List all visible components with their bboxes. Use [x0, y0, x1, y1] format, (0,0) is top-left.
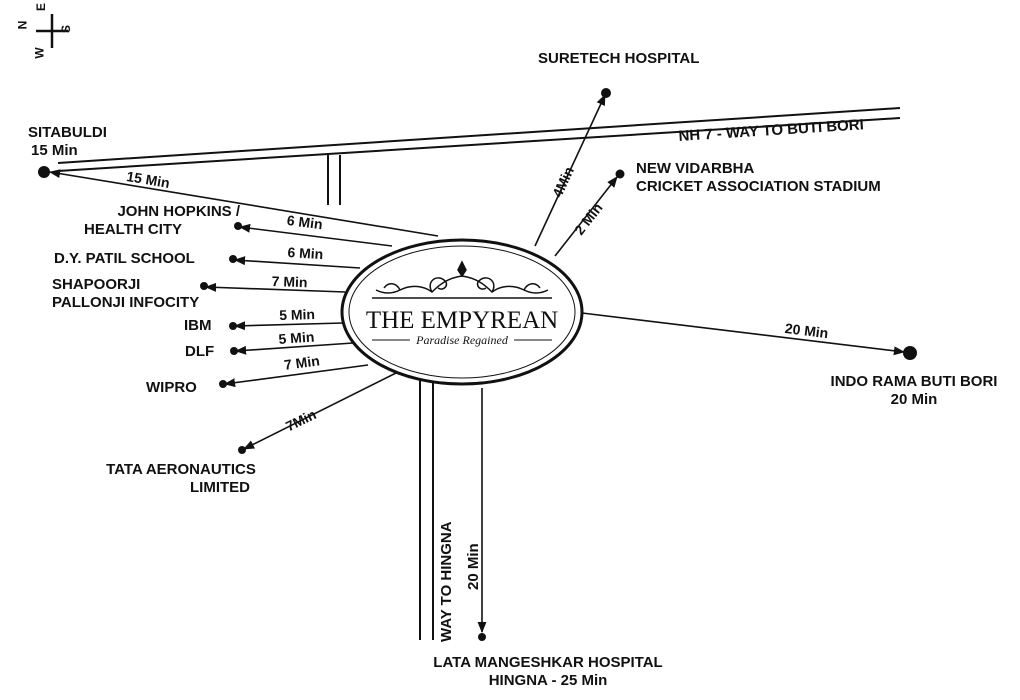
- shapoorji-label: SHAPOORJI PALLONJI INFOCITY: [52, 276, 199, 312]
- route-arrows: [48, 93, 906, 634]
- indorama-label: INDO RAMA BUTI BORI 20 Min: [808, 373, 1020, 409]
- empyrean-badge: THE EMPYREAN Paradise Regained: [340, 238, 584, 386]
- dypatil-label: D.Y. PATIL SCHOOL: [54, 250, 195, 267]
- suretech-label: SURETECH HOSPITAL: [538, 50, 700, 67]
- indorama-name: INDO RAMA BUTI BORI: [830, 373, 998, 390]
- indorama-sub: 20 Min: [890, 391, 938, 408]
- arrow-tata: [242, 371, 399, 450]
- arrow-suretech: [534, 93, 606, 247]
- destination-dots: [38, 88, 917, 641]
- dot-shapoorji: [200, 282, 208, 290]
- vidarbha-line2: CRICKET ASSOCIATION STADIUM: [636, 178, 881, 195]
- dot-dlf: [230, 347, 238, 355]
- arrow-dlf: [234, 342, 354, 355]
- compass-e: E: [34, 2, 49, 12]
- tata-line1: TATA AERONAUTICS: [106, 461, 256, 478]
- time-dlf: 5 Min: [278, 328, 315, 347]
- arrow-sitabuldi: [48, 169, 439, 237]
- tata-label: TATA AERONAUTICS LIMITED: [86, 461, 276, 497]
- badge-tagline: Paradise Regained: [415, 333, 509, 347]
- ibm-label: IBM: [184, 317, 212, 334]
- dot-suretech: [601, 88, 611, 98]
- time-lata: 20 Min: [465, 543, 482, 590]
- nh7-road: [57, 107, 901, 172]
- dot-wipro: [219, 380, 227, 388]
- shapoorji-line2: PALLONJI INFOCITY: [52, 294, 200, 311]
- dot-lata: [478, 633, 486, 641]
- time-shapoorji: 7 Min: [271, 273, 308, 291]
- johnhopkins-line1: JOHN HOPKINS /: [117, 203, 240, 220]
- dot-tata: [238, 446, 246, 454]
- minor-road: [327, 155, 341, 205]
- sitabuldi-name: SITABULDI: [28, 124, 107, 141]
- vidarbha-line1: NEW VIDARBHA: [636, 160, 755, 177]
- arrow-indorama: [581, 312, 906, 356]
- compass-w: W: [32, 47, 47, 59]
- johnhopkins-line2: HEALTH CITY: [84, 221, 183, 238]
- dot-sitabuldi: [38, 166, 50, 178]
- sitabuldi-sub: 15 Min: [31, 142, 78, 159]
- johnhopkins-label: JOHN HOPKINS / HEALTH CITY: [80, 203, 240, 239]
- dot-ibm: [229, 322, 237, 330]
- sitabuldi-label: SITABULDI 15 Min: [28, 124, 107, 160]
- arrow-johnhopkins: [238, 223, 393, 247]
- vidarbha-label: NEW VIDARBHA CRICKET ASSOCIATION STADIUM: [636, 160, 881, 196]
- dlf-label: DLF: [185, 343, 215, 360]
- badge-title: THE EMPYREAN: [366, 307, 558, 334]
- compass-s: S: [59, 24, 74, 34]
- compass-icon: [36, 14, 68, 48]
- dot-dypatil: [229, 255, 237, 263]
- hingna-road-label: WAY TO HINGNA: [438, 521, 455, 642]
- tata-line2: LIMITED: [190, 479, 250, 496]
- lata-line1: LATA MANGESHKAR HOSPITAL: [433, 654, 663, 671]
- arrow-dypatil: [233, 256, 361, 269]
- lata-label: LATA MANGESHKAR HOSPITAL HINGNA - 25 Min: [400, 654, 696, 690]
- time-ibm: 5 Min: [279, 306, 316, 323]
- wipro-label: WIPRO: [146, 379, 197, 396]
- arrow-wipro: [223, 364, 369, 388]
- arrow-vidarbha: [554, 176, 618, 257]
- shapoorji-line1: SHAPOORJI: [52, 276, 141, 293]
- arrow-shapoorji: [204, 282, 346, 293]
- dot-indorama: [903, 346, 917, 360]
- dot-vidarbha: [615, 169, 625, 179]
- lata-line2: HINGNA - 25 Min: [488, 672, 608, 689]
- time-dypatil: 6 Min: [287, 244, 324, 263]
- crest-ornament-icon: [372, 260, 552, 299]
- arrow-ibm: [233, 321, 344, 331]
- compass-n: N: [15, 20, 30, 30]
- dot-johnhopkins: [234, 222, 242, 230]
- hingna-road: [419, 378, 434, 640]
